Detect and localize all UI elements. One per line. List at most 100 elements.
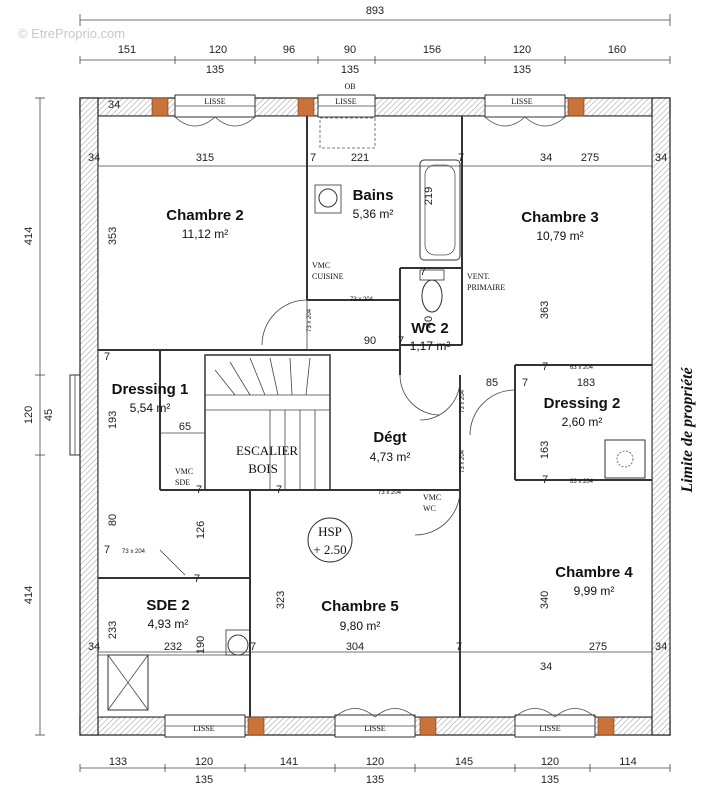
- watermark: © EtreProprio.com: [18, 26, 125, 41]
- svg-text:73 x 204: 73 x 204: [378, 490, 402, 496]
- room-degt-name: Dégt: [373, 429, 406, 446]
- svg-text:90: 90: [364, 335, 376, 347]
- top-dim-3: 90: [344, 44, 356, 56]
- room-chambre5-area: 9,80 m²: [340, 619, 381, 633]
- window-label-6: LISSE: [539, 724, 560, 733]
- property-limit-label: Limite de propriété: [679, 366, 696, 493]
- window-label-2: LISSE: [335, 97, 356, 106]
- bottom-dim-1: 120: [195, 756, 213, 768]
- window-label-1: LISSE: [204, 97, 225, 106]
- bottom-sub-dim-2: 135: [541, 774, 559, 786]
- left-dim-1: 120: [23, 406, 35, 424]
- svg-text:7: 7: [398, 335, 404, 347]
- staircase: ESCALIER BOIS: [205, 357, 330, 490]
- inner-dimensions: 34 315 7 221 7 34 275 34 353 219 363 193…: [88, 99, 667, 673]
- room-dressing1-area: 5,54 m²: [130, 401, 171, 415]
- svg-text:193: 193: [107, 411, 119, 429]
- svg-text:353: 353: [107, 227, 119, 245]
- svg-text:63 x 204: 63 x 204: [570, 365, 594, 371]
- room-degt-area: 4,73 m²: [370, 450, 411, 464]
- svg-text:340: 340: [539, 591, 551, 609]
- svg-text:7: 7: [542, 474, 548, 486]
- svg-text:85: 85: [486, 377, 498, 389]
- room-wc2-area: 1,17 m²: [410, 339, 451, 353]
- stairs-label-2: BOIS: [248, 461, 278, 476]
- room-dressing1-name: Dressing 1: [112, 381, 189, 398]
- svg-text:7: 7: [196, 484, 202, 496]
- svg-text:65: 65: [179, 421, 191, 433]
- interior-walls: [98, 116, 652, 717]
- pillar-3: [567, 97, 585, 117]
- overall-width: 893: [366, 5, 384, 17]
- svg-text:221: 221: [351, 152, 369, 164]
- pillar-4: [247, 716, 265, 736]
- pillar-5: [419, 716, 437, 736]
- svg-text:304: 304: [346, 641, 364, 653]
- left-dimensions: 414 120 45 414: [23, 97, 81, 736]
- svg-text:73 x 204: 73 x 204: [350, 297, 374, 303]
- svg-text:7: 7: [276, 484, 282, 496]
- pillar-2: [297, 97, 315, 117]
- svg-text:80: 80: [107, 514, 119, 526]
- bottom-dim-6: 114: [619, 756, 637, 768]
- left-dim-0: 414: [23, 227, 35, 245]
- pillar-1: [151, 97, 169, 117]
- top-dim-5: 120: [513, 44, 531, 56]
- bottom-sub-dim-1: 135: [366, 774, 384, 786]
- svg-text:73 x 204: 73 x 204: [460, 389, 466, 413]
- room-dressing2-name: Dressing 2: [544, 395, 621, 412]
- svg-text:7: 7: [310, 152, 316, 164]
- room-chambre2-name: Chambre 2: [166, 207, 244, 224]
- stairs-label-1: ESCALIER: [236, 443, 298, 458]
- svg-text:34: 34: [540, 152, 552, 164]
- room-bains-name: Bains: [353, 187, 394, 204]
- bottom-windows: LISSE LISSE LISSE: [164, 708, 615, 738]
- room-labels: Chambre 2 11,12 m² Bains 5,36 m² Chambre…: [112, 187, 634, 633]
- pillar-6: [597, 716, 615, 736]
- window-label-5: LISSE: [364, 724, 385, 733]
- room-chambre5-name: Chambre 5: [321, 598, 399, 615]
- room-dressing2-area: 2,60 m²: [562, 415, 603, 429]
- room-chambre4-area: 9,99 m²: [574, 584, 615, 598]
- ob-label: OB: [344, 82, 355, 91]
- room-sde2-area: 4,93 m²: [148, 617, 189, 631]
- room-sde2-name: SDE 2: [146, 597, 189, 614]
- hsp-label-1: HSP: [318, 524, 342, 539]
- top-dim-0: 151: [118, 44, 136, 56]
- room-bains-area: 5,36 m²: [353, 207, 394, 221]
- window-label-4: LISSE: [193, 724, 214, 733]
- svg-text:VENT.: VENT.: [467, 272, 490, 281]
- bottom-dim-2: 141: [280, 756, 298, 768]
- svg-text:275: 275: [581, 152, 599, 164]
- top-dimensions: 893 151 120 96 90 156 120 160 135 135 13…: [79, 5, 671, 91]
- svg-text:VMC: VMC: [175, 467, 193, 476]
- svg-text:34: 34: [540, 661, 552, 673]
- room-chambre2-area: 11,12 m²: [182, 227, 228, 241]
- annotation-labels: VMC CUISINE VENT. PRIMAIRE VMC SDE VMC W…: [122, 261, 594, 555]
- svg-text:WC: WC: [423, 504, 436, 513]
- bottom-dim-0: 133: [109, 756, 127, 768]
- window-label-3: LISSE: [511, 97, 532, 106]
- top-dim-6: 160: [608, 44, 626, 56]
- svg-text:CUISINE: CUISINE: [312, 272, 344, 281]
- svg-text:73 x 204: 73 x 204: [122, 549, 146, 555]
- svg-text:34: 34: [655, 641, 667, 653]
- top-windows: LISSE LISSE LISSE: [151, 94, 585, 127]
- svg-text:73 x 204: 73 x 204: [307, 308, 313, 332]
- svg-text:233: 233: [107, 621, 119, 639]
- svg-text:63 x 204: 63 x 204: [570, 479, 594, 485]
- svg-text:126: 126: [195, 521, 207, 539]
- svg-text:7: 7: [456, 641, 462, 653]
- room-chambre4-name: Chambre 4: [555, 564, 633, 581]
- svg-text:7: 7: [194, 573, 200, 585]
- top-sub-dim-1: 135: [341, 64, 359, 76]
- bottom-dim-4: 145: [455, 756, 473, 768]
- svg-text:163: 163: [539, 441, 551, 459]
- svg-text:7: 7: [104, 544, 110, 556]
- top-sub-dim-0: 135: [206, 64, 224, 76]
- svg-text:275: 275: [589, 641, 607, 653]
- svg-text:219: 219: [423, 187, 435, 205]
- room-chambre3-name: Chambre 3: [521, 209, 599, 226]
- svg-text:SDE: SDE: [175, 478, 190, 487]
- top-sub-dim-2: 135: [513, 64, 531, 76]
